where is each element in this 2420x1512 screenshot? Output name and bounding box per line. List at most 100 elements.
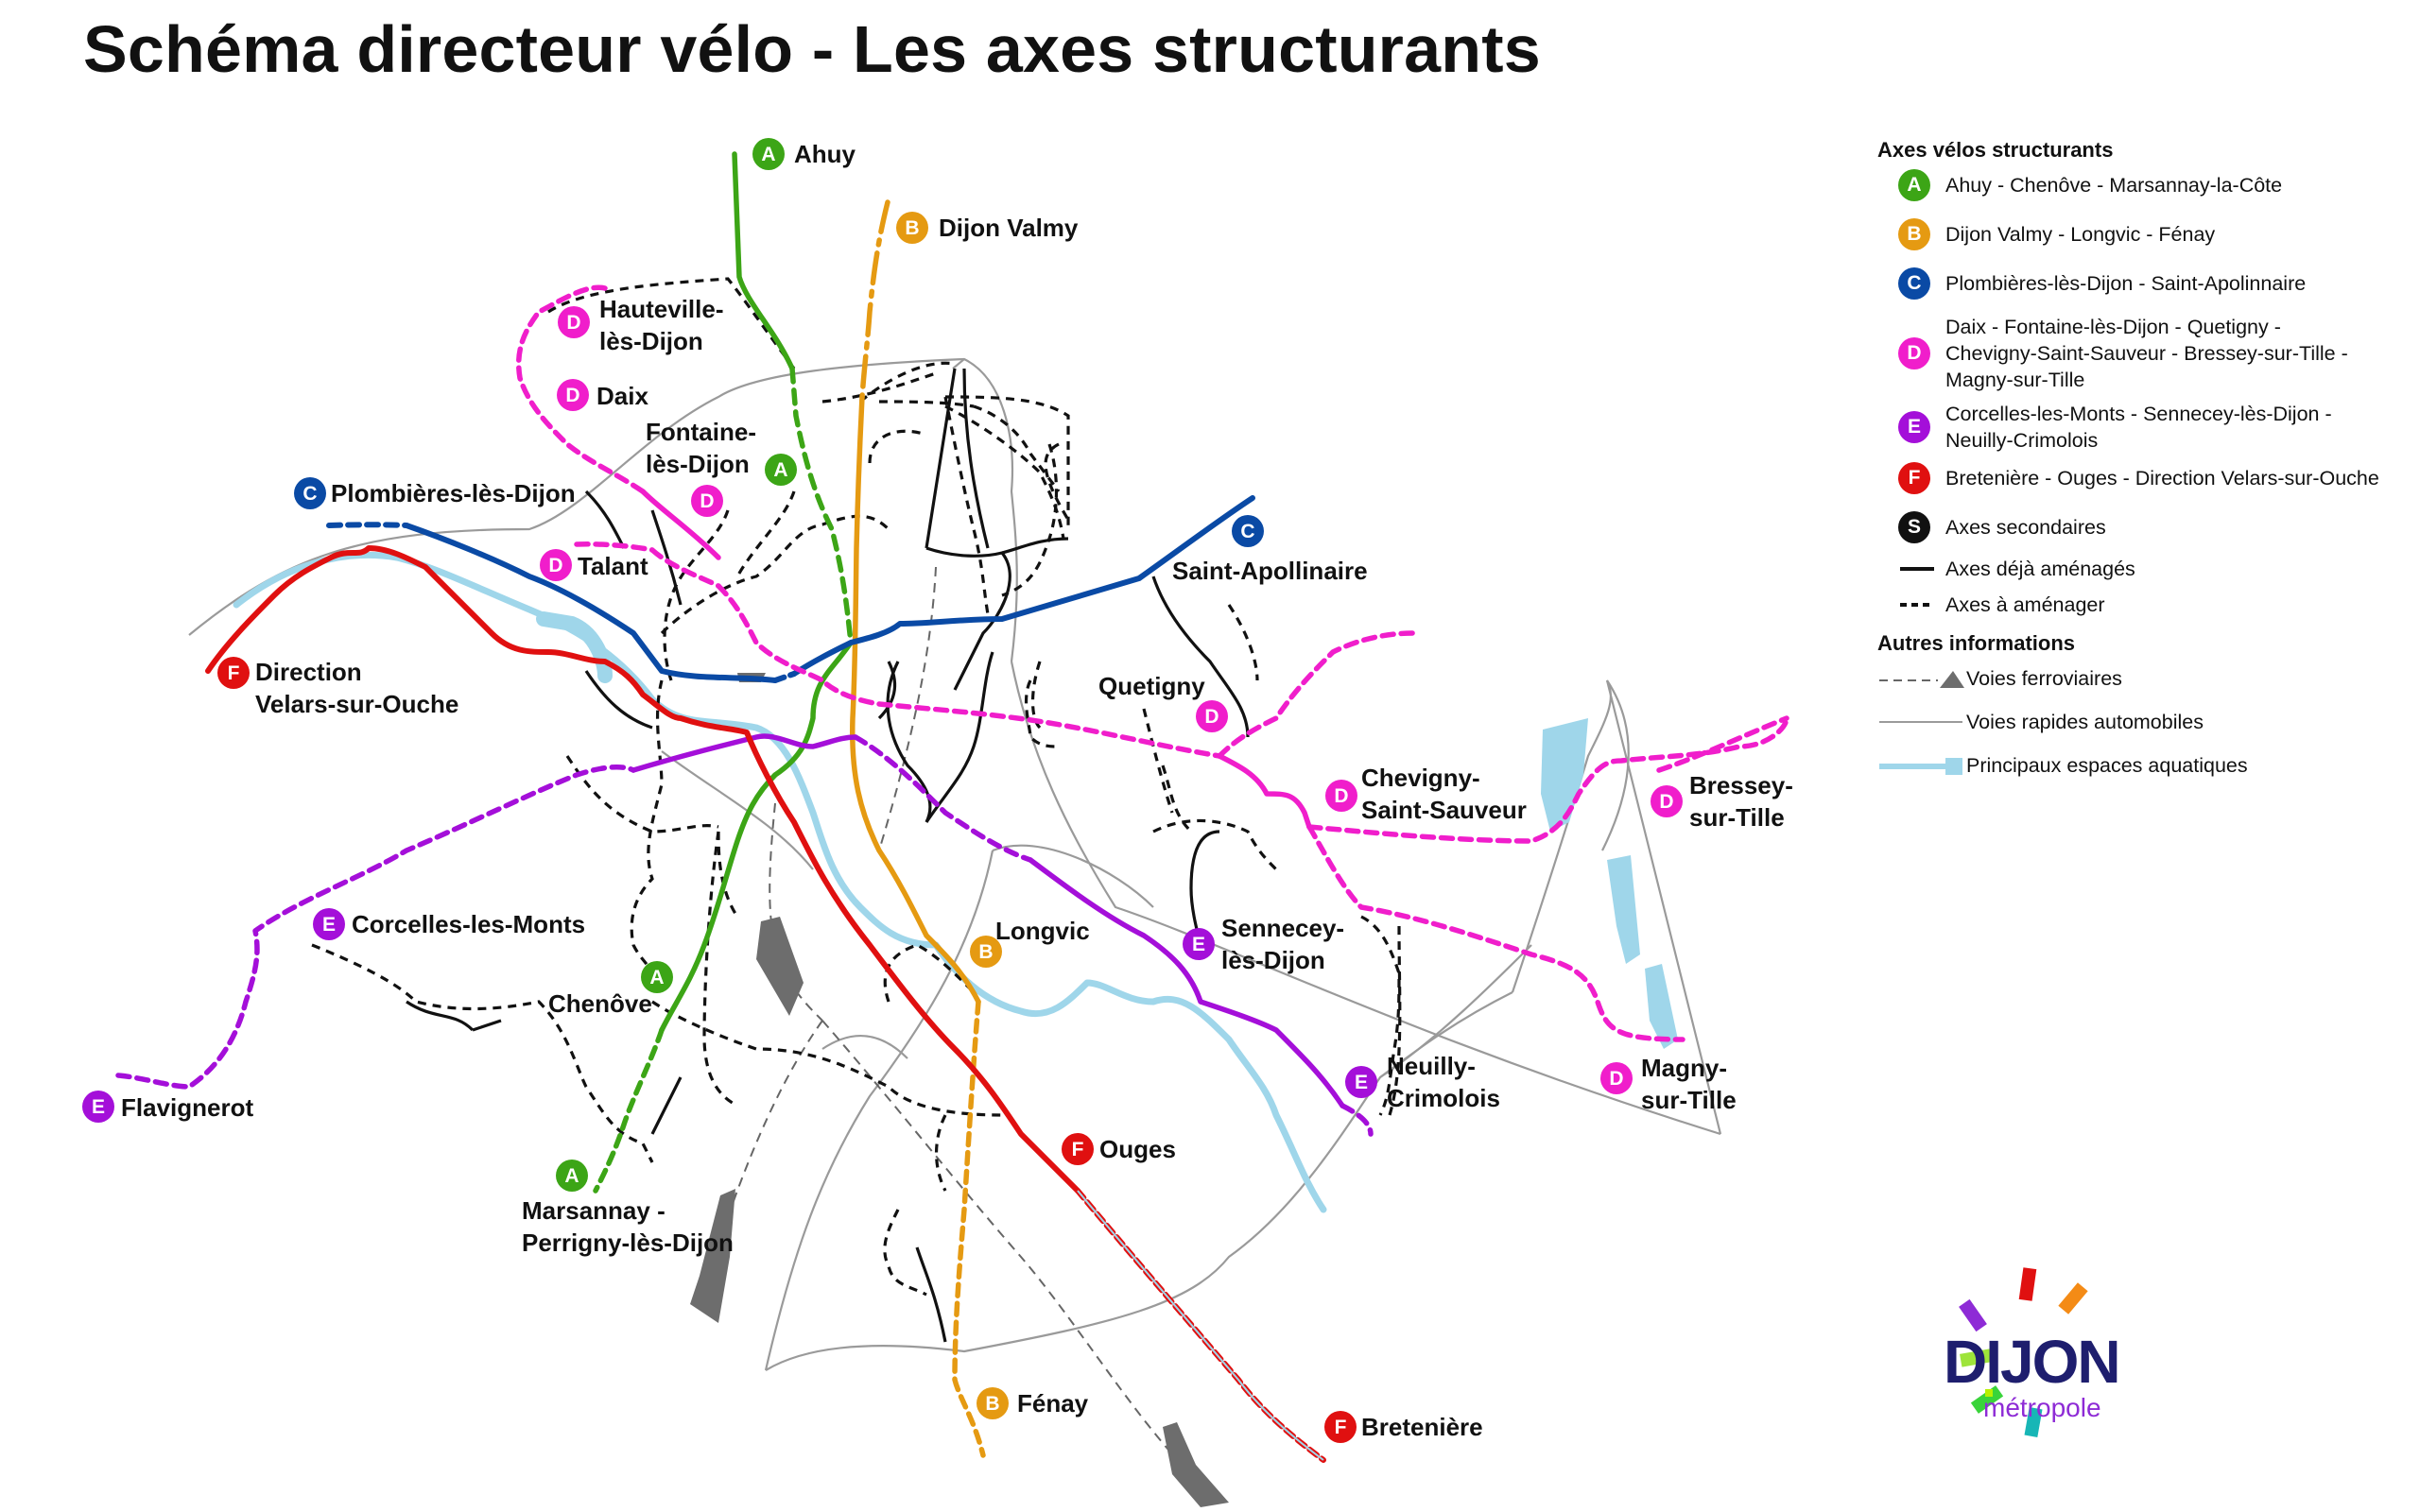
label-fenay: Fénay bbox=[1017, 1389, 1089, 1418]
legend-axis-F: F Bretenière - Ouges - Direction Velars-… bbox=[1877, 462, 2420, 494]
svg-text:A: A bbox=[761, 144, 775, 165]
svg-text:E: E bbox=[92, 1096, 105, 1118]
legend-expressways: Voies rapides automobiles bbox=[1877, 709, 2420, 735]
svg-text:A: A bbox=[773, 459, 787, 481]
badge-D-magny: D bbox=[1600, 1062, 1633, 1094]
badge-D-quetigny: D bbox=[1196, 700, 1228, 732]
label-chenove: Chenôve bbox=[548, 989, 652, 1018]
map-legend: Axes vélos structurants A Ahuy - Chenôve… bbox=[1877, 138, 2420, 796]
svg-text:B: B bbox=[978, 941, 993, 963]
svg-text:A: A bbox=[564, 1165, 579, 1187]
badge-B-icon: B bbox=[1894, 217, 1934, 251]
svg-text:E: E bbox=[322, 914, 336, 936]
badge-D-hauteville: D bbox=[558, 306, 590, 338]
badge-F-icon: F bbox=[1894, 461, 1934, 495]
axis-C-route bbox=[326, 495, 1255, 683]
badge-D-fontaine: D bbox=[691, 485, 723, 517]
expressway-overlay bbox=[1077, 1190, 1324, 1461]
svg-text:C: C bbox=[302, 483, 317, 505]
axis-E-route bbox=[115, 733, 1374, 1137]
badge-A-ahuy: A bbox=[752, 138, 785, 170]
svg-text:E: E bbox=[1355, 1072, 1368, 1093]
label-direction-velars: Direction Velars-sur-Ouche bbox=[255, 658, 458, 718]
badge-E-flavignerot: E bbox=[82, 1091, 114, 1123]
axis-D-route bbox=[516, 284, 1789, 1042]
water-icon bbox=[1877, 748, 1964, 782]
label-fontaine: Fontaine- lès-Dijon bbox=[646, 418, 763, 478]
legend-heading-axes: Axes vélos structurants bbox=[1877, 138, 2114, 162]
svg-text:D: D bbox=[700, 490, 714, 512]
legend-axis-D: D Daix - Fontaine-lès-Dijon - Quetigny -… bbox=[1877, 314, 2420, 393]
svg-text:D: D bbox=[1334, 785, 1348, 807]
badge-A-marsannay: A bbox=[556, 1160, 588, 1192]
secondary-axes bbox=[311, 277, 1402, 1343]
label-daix: Daix bbox=[596, 382, 648, 410]
logo-petals-icon bbox=[1959, 1267, 2088, 1437]
expressway-network bbox=[188, 357, 1722, 1371]
route-badges: A A A A B B B C C D D D D D D D D E E E … bbox=[82, 138, 1683, 1443]
axis-A-route bbox=[593, 151, 854, 1194]
svg-text:C: C bbox=[1240, 521, 1254, 542]
map-title: Schéma directeur vélo - Les axes structu… bbox=[83, 12, 1541, 86]
badge-B-fenay: B bbox=[977, 1387, 1009, 1419]
lake-shapes bbox=[1541, 718, 1678, 1049]
legend-axis-A: A Ahuy - Chenôve - Marsannay-la-Côte bbox=[1877, 169, 2420, 201]
railway-icon bbox=[1877, 662, 1964, 696]
label-bressey: Bressey- sur-Tille bbox=[1689, 771, 1800, 832]
place-labels: Ahuy Dijon Valmy Hauteville- lès-Dijon D… bbox=[121, 140, 1800, 1441]
badge-E-sennecey: E bbox=[1183, 928, 1215, 960]
axis-B-route bbox=[850, 199, 986, 1458]
badge-A-icon: A bbox=[1894, 168, 1934, 202]
cycling-network-map: A A A A B B B C C D D D D D D D D E E E … bbox=[82, 138, 1800, 1507]
legend-heading-other: Autres informations bbox=[1877, 631, 2076, 655]
legend-dashed-line: Axes à aménager bbox=[1877, 592, 2420, 618]
badge-A-fontaine: A bbox=[765, 454, 797, 486]
legend-axis-S: S Axes secondaires bbox=[1877, 511, 2420, 543]
svg-text:A: A bbox=[649, 967, 664, 988]
label-dijon-valmy: Dijon Valmy bbox=[939, 214, 1079, 242]
label-magny: Magny- sur-Tille bbox=[1641, 1054, 1737, 1114]
badge-C-apollinaire: C bbox=[1232, 515, 1264, 547]
svg-text:F: F bbox=[228, 662, 240, 684]
label-hauteville: Hauteville- lès-Dijon bbox=[599, 295, 731, 355]
badge-S-icon: S bbox=[1894, 510, 1934, 544]
badge-C-icon: C bbox=[1894, 266, 1934, 301]
badge-F-ouges: F bbox=[1062, 1133, 1094, 1165]
badge-D-daix: D bbox=[557, 379, 589, 411]
label-plombieres: Plombières-lès-Dijon bbox=[331, 479, 576, 507]
label-sennecey: Sennecey- lès-Dijon bbox=[1221, 914, 1351, 974]
badge-C-plombieres: C bbox=[294, 477, 326, 509]
badge-D-bressey: D bbox=[1651, 785, 1683, 817]
badge-A-chenove: A bbox=[641, 961, 673, 993]
railway-network bbox=[708, 566, 1192, 1475]
badge-D-chevigny: D bbox=[1325, 780, 1357, 812]
logo-wordmark: DIJON bbox=[1944, 1328, 2121, 1396]
water-bodies bbox=[233, 552, 1327, 1213]
label-talant: Talant bbox=[578, 552, 648, 580]
legend-axis-C: C Plombières-lès-Dijon - Saint-Apolinnai… bbox=[1877, 267, 2420, 300]
legend-axis-B: B Dijon Valmy - Longvic - Fénay bbox=[1877, 218, 2420, 250]
svg-text:D: D bbox=[565, 385, 579, 406]
legend-axis-E: E Corcelles-les-Monts - Sennecey-lès-Dij… bbox=[1877, 401, 2420, 454]
label-chevigny: Chevigny- Saint-Sauveur bbox=[1361, 764, 1527, 824]
label-ouges: Ouges bbox=[1099, 1135, 1176, 1163]
badge-B-longvic: B bbox=[970, 936, 1002, 968]
label-saint-apollinaire: Saint-Apollinaire bbox=[1172, 557, 1368, 585]
svg-text:B: B bbox=[985, 1393, 999, 1415]
badge-E-corcelles: E bbox=[313, 908, 345, 940]
badge-F-velars: F bbox=[217, 657, 250, 689]
badge-D-talant: D bbox=[540, 549, 572, 581]
badge-E-neuilly: E bbox=[1345, 1066, 1377, 1098]
solid-line-icon bbox=[1894, 552, 1934, 586]
label-longvic: Longvic bbox=[995, 917, 1090, 945]
label-flavignerot: Flavignerot bbox=[121, 1093, 253, 1122]
label-ahuy: Ahuy bbox=[794, 140, 856, 168]
label-marsannay: Marsannay - Perrigny-lès-Dijon bbox=[522, 1196, 734, 1257]
svg-text:D: D bbox=[1659, 791, 1673, 813]
label-corcelles: Corcelles-les-Monts bbox=[352, 910, 585, 938]
badge-F-breteniere: F bbox=[1324, 1411, 1357, 1443]
badge-D-icon: D bbox=[1894, 336, 1934, 370]
svg-text:D: D bbox=[566, 312, 580, 334]
svg-text:F: F bbox=[1335, 1417, 1347, 1438]
badge-E-icon: E bbox=[1894, 410, 1934, 444]
